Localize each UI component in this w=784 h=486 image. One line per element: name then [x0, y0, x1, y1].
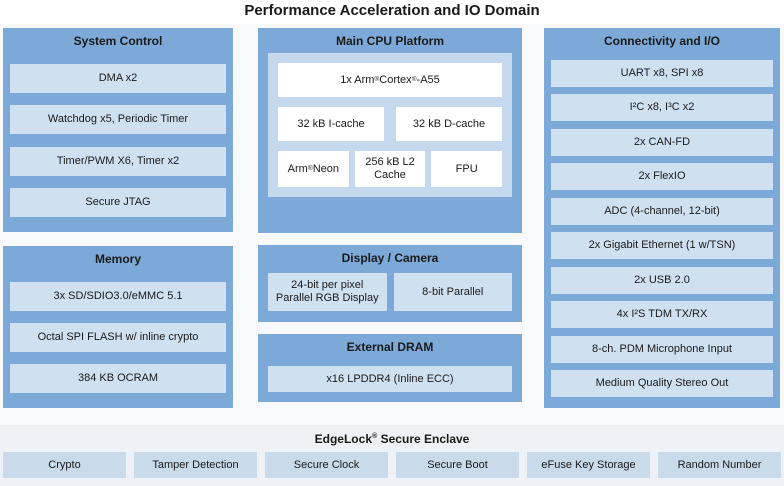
- system-control-block: DMA x2: [10, 64, 226, 94]
- display-camera-block: 8-bit Parallel: [393, 273, 512, 311]
- cpu-core-group: 1x Arm® Cortex®-A55 32 kB I-cache 32 kB D…: [268, 53, 512, 197]
- page-title: Performance Acceleration and IO Domain: [244, 2, 540, 19]
- panel-title-system-control: System Control: [73, 34, 163, 48]
- edgelock-items: Crypto Tamper Detection Secure Clock Secure…: [0, 446, 784, 478]
- edgelock-block: Tamper Detection: [134, 452, 257, 478]
- display-camera-block: 24-bit per pixel Parallel RGB Display: [268, 273, 387, 311]
- memory-block: Octal SPI FLASH w/ inline crypto: [10, 323, 226, 352]
- cpu-cache-block: 32 kB I-cache: [278, 107, 384, 141]
- title-band: [0, 0, 784, 24]
- edgelock-block: Secure Clock: [265, 452, 388, 478]
- connectivity-block: 2x Gigabit Ethernet (1 w/TSN): [551, 232, 773, 260]
- panel-external-dram: External DRAM x16 LPDDR4 (Inline ECC): [258, 334, 522, 402]
- connectivity-block: 2x USB 2.0: [551, 266, 773, 294]
- cpu-cache-block: 32 kB D-cache: [396, 107, 502, 141]
- connectivity-block: 2x FlexIO: [551, 163, 773, 191]
- connectivity-block: Medium Quality Stereo Out: [551, 370, 773, 398]
- system-control-block: Secure JTAG: [10, 187, 226, 217]
- panel-system-control: System Control DMA x2 Watchdog x5, Period…: [3, 28, 233, 232]
- panel-title-external-dram: External DRAM: [346, 340, 434, 354]
- panel-connectivity-io: Connectivity and I/O UART x8, SPI x8 I²C …: [544, 28, 780, 408]
- cpu-unit-block: FPU: [431, 151, 503, 187]
- connectivity-block: I²C x8, I³C x2: [551, 94, 773, 122]
- cpu-unit-block: 256 kB L2 Cache: [354, 151, 426, 187]
- system-control-block: Watchdog x5, Periodic Timer: [10, 105, 226, 135]
- edgelock-block: Random Number: [658, 452, 781, 478]
- panel-title-main-cpu: Main CPU Platform: [335, 34, 444, 48]
- memory-block: 384 KB OCRAM: [10, 364, 226, 393]
- external-dram-items: x16 LPDDR4 (Inline ECC): [258, 358, 522, 392]
- panel-display-camera: Display / Camera 24-bit per pixel Parall…: [258, 245, 522, 322]
- system-control-block: Timer/PWM X6, Timer x2: [10, 146, 226, 176]
- edgelock-block: Secure Boot: [396, 452, 519, 478]
- panel-title-display-camera: Display / Camera: [341, 251, 439, 265]
- connectivity-block: 8-ch. PDM Microphone Input: [551, 335, 773, 363]
- connectivity-block: UART x8, SPI x8: [551, 59, 773, 87]
- connectivity-block: ADC (4-channel, 12-bit): [551, 197, 773, 225]
- connectivity-items: UART x8, SPI x8 I²C x8, I³C x2 2x CAN-FD 2x…: [544, 52, 780, 408]
- panel-title-connectivity-io: Connectivity and I/O: [603, 34, 720, 48]
- edgelock-block: eFuse Key Storage: [527, 452, 650, 478]
- cpu-unit-block: Arm® Neon: [278, 151, 349, 187]
- edgelock-secure-enclave-strip: EdgeLock® Secure Enclave Crypto Tamper De…: [0, 425, 784, 486]
- cpu-core-block: 1x Arm® Cortex®-A55: [278, 63, 502, 97]
- cpu-cache-row: 32 kB I-cache 32 kB D-cache: [278, 107, 502, 141]
- panel-main-cpu: Main CPU Platform 1x Arm® Cortex®-A55 32…: [258, 28, 522, 233]
- external-dram-block: x16 LPDDR4 (Inline ECC): [268, 366, 512, 392]
- connectivity-block: 2x CAN-FD: [551, 128, 773, 156]
- strip-title: EdgeLock® Secure Enclave: [314, 431, 470, 446]
- panel-title-memory: Memory: [94, 252, 141, 266]
- connectivity-block: 4x I²S TDM TX/RX: [551, 301, 773, 329]
- edgelock-block: Crypto: [3, 452, 126, 478]
- memory-block: 3x SD/SDIO3.0/eMMC 5.1: [10, 282, 226, 311]
